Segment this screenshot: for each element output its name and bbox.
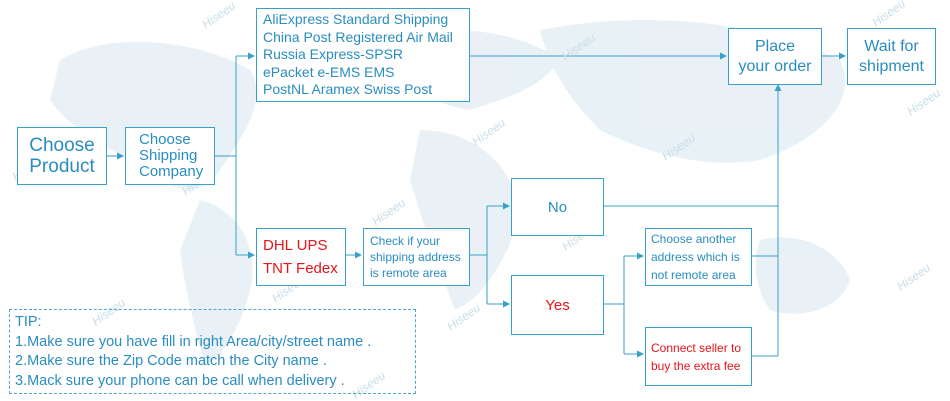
node-label: Choose [29,135,95,156]
carrier-label: ePacket e-EMS EMS [263,63,395,80]
node-label: shipping address [370,250,461,264]
node-label: shipment [859,57,924,75]
carrier-label: AliExpress Standard Shipping [263,11,449,28]
node-label: Choose [139,131,191,148]
node-label: address which is [651,250,740,264]
node-label: not remote area [651,268,736,282]
node-label: your order [738,57,812,75]
check-address-node: Check if your shipping address is remote… [363,228,470,286]
tip-title: TIP: [15,314,42,330]
carrier-label: PostNL Aramex Swiss Post [263,81,433,98]
node-label: Yes [545,296,570,314]
choose-product-node: Choose Product [17,127,107,185]
node-label: is remote area [370,266,447,280]
yes-node: Yes [511,275,604,335]
node-label: Wait for [864,37,919,55]
connector-lines [107,52,846,358]
node-label: Company [139,163,204,180]
node-label: Place [754,37,796,55]
connect-seller-node: Connect seller to buy the extra fee [645,327,752,386]
no-node: No [511,178,604,236]
choose-another-address-node: Choose another address which is not remo… [645,228,752,286]
carrier-label: DHL UPS [263,237,328,254]
wait-shipment-node: Wait for shipment [847,28,936,85]
node-label: Connect seller to [651,340,742,355]
node-label: No [547,198,568,216]
node-label: Check if your [370,234,441,248]
node-label: Shipping [139,147,198,164]
carrier-label: TNT Fedex [263,260,338,277]
tip-line: 3.Mack sure your phone can be call when … [15,372,345,389]
node-label: Choose another [651,232,737,246]
tip-line: 2.Make sure the Zip Code match the City … [15,353,327,369]
express-carriers-node: DHL UPS TNT Fedex [256,228,346,286]
node-label: Product [29,156,95,177]
tip-box: TIP: 1.Make sure you have fill in right … [9,309,416,394]
choose-shipping-node: Choose Shipping Company [125,127,215,185]
tip-line: 1.Make sure you have fill in right Area/… [15,333,372,350]
place-order-node: Place your order [728,28,822,85]
carrier-label: Russia Express-SPSR [263,46,404,63]
node-label: buy the extra fee [651,358,741,373]
carrier-label: China Post Registered Air Mail [263,28,453,45]
standard-carriers-node: AliExpress Standard Shipping China Post … [256,8,470,102]
